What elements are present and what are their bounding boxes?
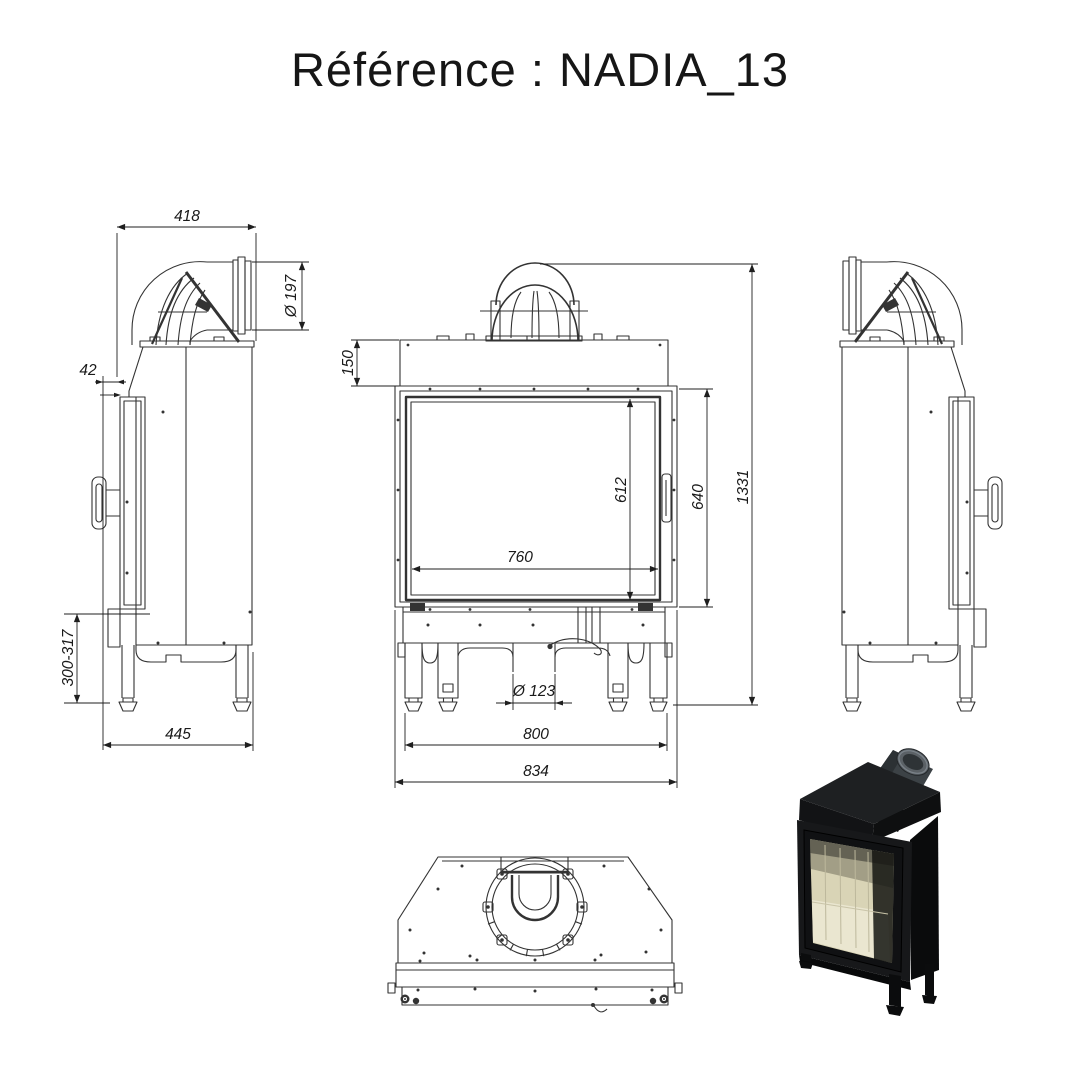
side-view-body [91, 256, 255, 712]
dim-glass-width: 760 [507, 549, 533, 566]
front-view-body [394, 262, 678, 712]
dim-side-total-depth: 418 [174, 208, 200, 225]
dim-leg-height-range: 300-317 [60, 628, 77, 686]
top-view [387, 856, 683, 1013]
side-view-dimensions: 418 Ø 197 42 300-317 445 [60, 208, 309, 751]
top-view-screws [408, 864, 663, 993]
dim-total-width: 834 [523, 763, 549, 780]
front-legs [397, 638, 673, 712]
dim-body-depth: 445 [165, 726, 191, 743]
dim-door-offset: 42 [79, 362, 97, 379]
photo-legs [799, 953, 937, 1016]
side-view-right [838, 255, 1004, 713]
front-view-dimensions: 150 612 640 1331 760 Ø 123 800 [340, 263, 758, 788]
door-handle-front [661, 473, 672, 523]
dim-body-width: 800 [523, 726, 549, 743]
hinge-left [400, 994, 420, 1005]
dim-door-height: 640 [690, 484, 707, 510]
door-handle-side [91, 476, 120, 530]
air-inlet-duct [512, 643, 556, 672]
dim-glass-height: 612 [613, 477, 630, 503]
flue-elbow-side [131, 256, 252, 346]
dim-air-inlet-diameter: Ø 123 [512, 683, 556, 700]
side-view-left: 418 Ø 197 42 300-317 445 [60, 208, 309, 751]
flue-collar-top [482, 857, 588, 957]
dim-total-height: 1331 [735, 470, 752, 504]
collar-bolts [482, 868, 588, 946]
front-screws [396, 343, 676, 627]
flue-collar-front [480, 262, 588, 342]
dim-hood-height: 150 [340, 350, 357, 376]
page-title: Référence : NADIA_13 [290, 43, 790, 96]
dim-flue-diameter: Ø 197 [283, 274, 300, 319]
hinge-right [649, 994, 669, 1005]
photo-glass [810, 839, 894, 963]
door-front [394, 385, 678, 608]
product-photo [797, 748, 941, 1016]
front-view: 150 612 640 1331 760 Ø 123 800 [340, 262, 758, 788]
